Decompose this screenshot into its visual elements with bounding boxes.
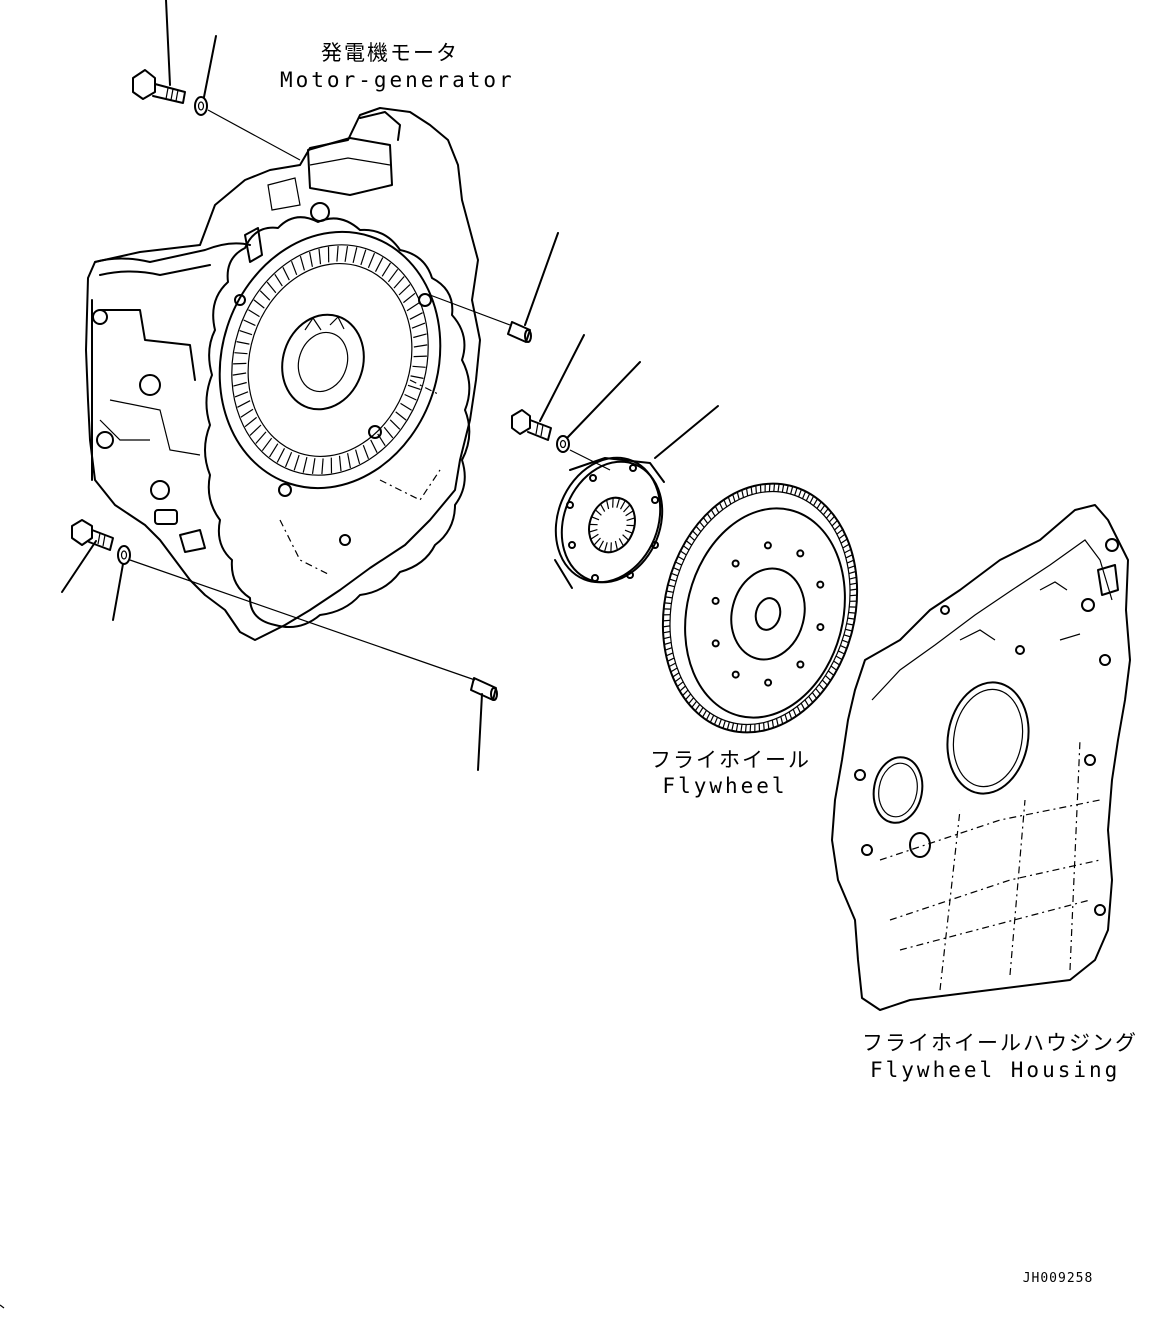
drawing-number: JH009258 <box>1018 1272 1098 1285</box>
dowel-pin-lower <box>471 678 497 770</box>
flywheel <box>637 463 882 753</box>
flywheel-label-en: Flywheel <box>660 776 790 797</box>
flywheel-housing-label-en: Flywheel Housing <box>870 1060 1110 1081</box>
motor-generator-label-jp: 発電機モータ <box>320 43 460 64</box>
motor-generator <box>86 108 480 640</box>
bolt-lower <box>62 520 113 592</box>
bolt-middle <box>512 335 584 440</box>
washer-middle <box>557 362 640 470</box>
fasteners <box>62 0 640 770</box>
dowel-pin-upper <box>430 233 558 342</box>
washer-top <box>195 36 300 160</box>
motor-generator-label-en: Motor-generator <box>280 70 490 91</box>
corner-mark <box>0 1305 4 1308</box>
bolt-top <box>133 0 185 103</box>
flywheel-label-jp: フライホイール <box>650 750 800 771</box>
washer-lower <box>113 546 475 680</box>
flywheel-housing <box>832 505 1130 1010</box>
coupling-disc <box>538 406 718 598</box>
flywheel-housing-label-jp: フライホイールハウジング <box>862 1033 1112 1054</box>
